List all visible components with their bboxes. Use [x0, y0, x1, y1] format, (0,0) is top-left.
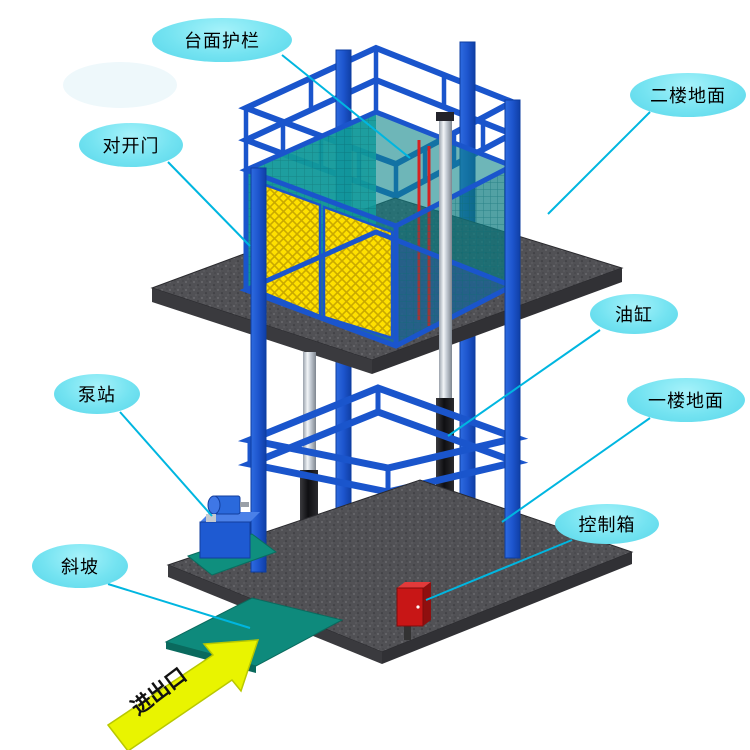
callout-control-box: 控制箱	[555, 504, 659, 544]
pump-station	[186, 495, 278, 576]
front-guide-columns	[250, 99, 521, 573]
entrance-arrow: 进出口	[106, 639, 260, 750]
control-box	[396, 582, 431, 640]
callout-pump-station: 泵站	[54, 374, 140, 414]
leader-lines	[107, 54, 651, 629]
callout-platform-guardrail: 台面护栏	[152, 18, 292, 62]
callout-second-floor-ground: 二楼地面	[630, 73, 746, 117]
watermark-smudge	[63, 62, 177, 108]
callout-double-swing-door: 对开门	[79, 123, 183, 167]
callout-oil-cylinder: 油缸	[590, 294, 678, 334]
mid-frame	[237, 384, 529, 496]
callout-ramp: 斜坡	[32, 544, 128, 588]
callout-first-floor-ground: 一楼地面	[627, 378, 745, 422]
